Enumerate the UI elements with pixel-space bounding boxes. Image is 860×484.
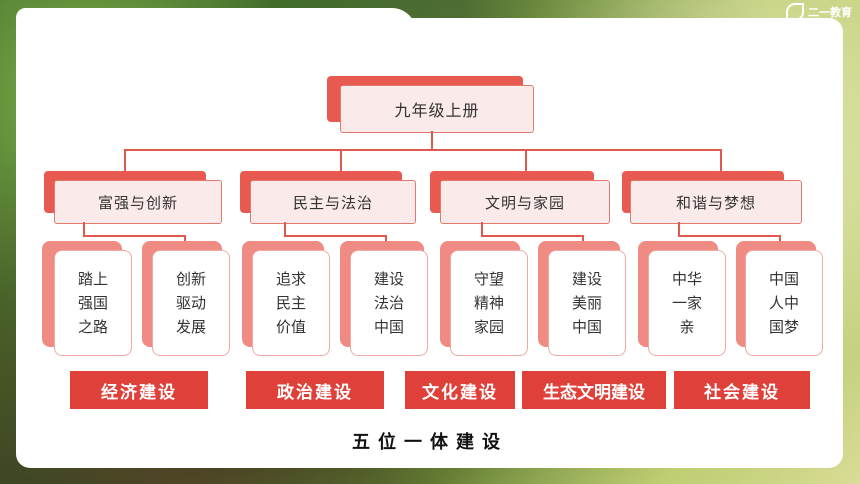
banner-label: 社会建设	[704, 382, 780, 403]
connector	[678, 235, 780, 237]
leaf-card: 中华一家亲	[648, 250, 726, 356]
banner-politics: 政治建设	[246, 371, 384, 409]
section-label: 文明与家园	[484, 193, 565, 212]
banner-ecology: 生态文明建设	[522, 371, 666, 409]
top-node-label: 九年级上册	[394, 101, 480, 120]
connector	[340, 149, 342, 171]
banner-culture: 文化建设	[405, 371, 515, 409]
leaf-text: 中华一家亲	[671, 270, 702, 336]
leaf-card: 守望精神家园	[450, 250, 528, 356]
leaf-card: 中国人中国梦	[745, 250, 823, 356]
leaf-text: 建设法治中国	[373, 270, 404, 336]
connector	[124, 149, 722, 151]
banner-label: 文化建设	[422, 382, 498, 403]
section-label: 富强与创新	[97, 193, 178, 212]
leaf-card: 踏上强国之路	[54, 250, 132, 356]
leaf-text: 建设美丽中国	[571, 270, 602, 336]
section-node-4: 和谐与梦想	[630, 180, 802, 224]
connector	[284, 235, 386, 237]
connector	[678, 222, 680, 235]
banner-label: 经济建设	[101, 382, 177, 403]
top-node: 九年级上册	[340, 85, 534, 133]
logo-icon	[786, 3, 804, 21]
connector	[779, 235, 781, 243]
connector	[124, 149, 126, 171]
connector	[83, 235, 185, 237]
leaf-text: 追求民主价值	[275, 270, 306, 336]
section-node-1: 富强与创新	[54, 180, 222, 224]
connector	[184, 235, 186, 243]
banner-society: 社会建设	[674, 371, 810, 409]
connector	[582, 235, 584, 243]
leaf-text: 中国人中国梦	[768, 270, 799, 336]
footer-title: 五位一体建设	[352, 432, 508, 453]
leaf-text: 创新驱动发展	[175, 270, 206, 336]
logo: 二一教育	[786, 2, 852, 22]
leaf-card: 建设法治中国	[350, 250, 428, 356]
banner-label: 生态文明建设	[543, 382, 645, 403]
connector	[481, 222, 483, 235]
leaf-card: 追求民主价值	[252, 250, 330, 356]
leaf-card: 创新驱动发展	[152, 250, 230, 356]
connector	[284, 222, 286, 235]
section-label: 和谐与梦想	[675, 193, 756, 212]
banner-label: 政治建设	[277, 382, 353, 403]
connector	[525, 149, 527, 171]
banner-economy: 经济建设	[70, 371, 208, 409]
section-node-2: 民主与法治	[250, 180, 416, 224]
connector	[83, 222, 85, 235]
connector	[385, 235, 387, 243]
leaf-text: 守望精神家园	[473, 270, 504, 336]
connector	[720, 149, 722, 171]
section-label: 民主与法治	[292, 193, 373, 212]
connector	[431, 131, 433, 149]
leaf-text: 踏上强国之路	[77, 270, 108, 336]
connector	[481, 235, 583, 237]
logo-text: 二一教育	[808, 6, 852, 19]
section-node-3: 文明与家园	[440, 180, 610, 224]
leaf-card: 建设美丽中国	[548, 250, 626, 356]
